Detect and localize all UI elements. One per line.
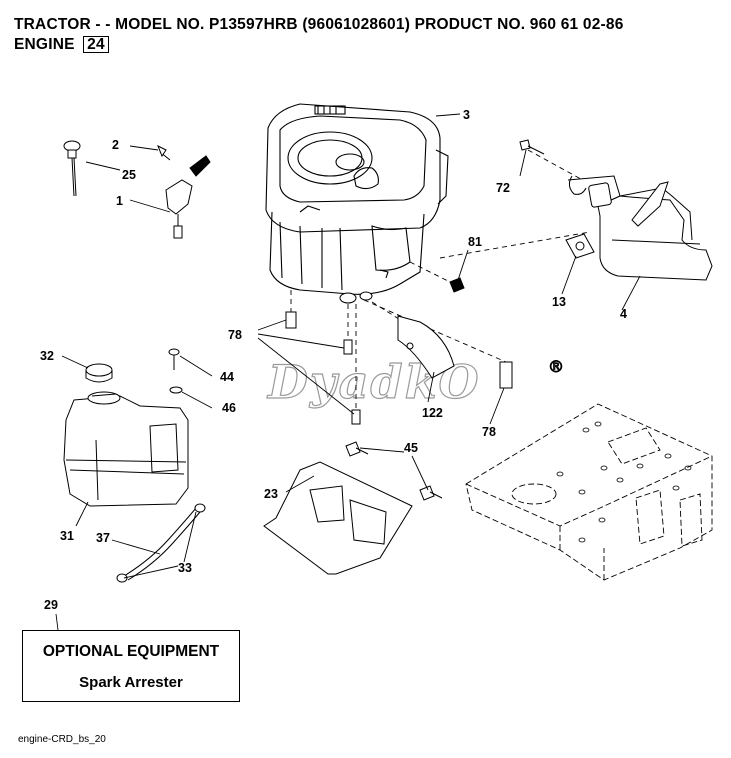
callout-72: 72 — [496, 181, 510, 195]
heat-shield — [397, 315, 455, 379]
callouts: 3 2 25 1 72 81 13 4 78 122 78 32 44 46 4… — [40, 108, 627, 612]
bolts-78 — [285, 311, 513, 425]
callout-44: 44 — [220, 370, 234, 384]
dipstick — [63, 140, 81, 197]
callout-25: 25 — [122, 168, 136, 182]
chassis-holes — [556, 421, 692, 543]
muffler — [567, 175, 713, 281]
optional-equipment-box: OPTIONAL EQUIPMENT Spark Arrester — [22, 630, 240, 702]
callout-13: 13 — [552, 295, 566, 309]
callout-29: 29 — [44, 598, 58, 612]
washer-46 — [169, 386, 183, 394]
section-label: ENGINE — [14, 36, 75, 53]
callout-33: 33 — [178, 561, 192, 575]
screw-44 — [168, 348, 180, 370]
callout-45: 45 — [404, 441, 418, 455]
optional-equipment-title: OPTIONAL EQUIPMENT — [42, 643, 220, 660]
callout-1: 1 — [116, 194, 123, 208]
callout-4: 4 — [620, 307, 627, 321]
watermark-registered-mark: ® — [548, 357, 564, 376]
leader-lines — [55, 113, 641, 631]
callout-78-right: 78 — [482, 425, 496, 439]
title-line-1: TRACTOR - - MODEL NO. P13597HRB (9606102… — [14, 16, 624, 33]
callout-37: 37 — [96, 531, 110, 545]
section-number-box: 24 — [83, 36, 109, 53]
bolt-72 — [519, 139, 545, 155]
callout-122: 122 — [422, 406, 443, 420]
fuel-line — [116, 503, 206, 583]
nut-81 — [449, 277, 465, 293]
drawing-code: engine-CRD_bs_20 — [18, 734, 106, 745]
callout-78-left: 78 — [228, 328, 242, 342]
engine — [265, 103, 449, 295]
chassis-frame — [465, 403, 713, 581]
fuel-tank — [63, 391, 189, 507]
callout-46: 46 — [222, 401, 236, 415]
optional-equipment-item: Spark Arrester — [79, 674, 183, 691]
throttle-control — [157, 144, 211, 239]
engine-bracket — [263, 461, 413, 575]
callout-32: 32 — [40, 349, 54, 363]
exhaust-gasket — [565, 233, 595, 259]
callout-81: 81 — [468, 235, 482, 249]
engine-mount-boss — [339, 291, 373, 304]
callout-23: 23 — [264, 487, 278, 501]
callout-3: 3 — [463, 108, 470, 122]
diagram-title: TRACTOR - - MODEL NO. P13597HRB (9606102… — [14, 16, 624, 34]
callout-2: 2 — [112, 138, 119, 152]
section-title: ENGINE 24 — [14, 36, 109, 54]
callout-31: 31 — [60, 529, 74, 543]
fuel-cap — [85, 363, 113, 383]
